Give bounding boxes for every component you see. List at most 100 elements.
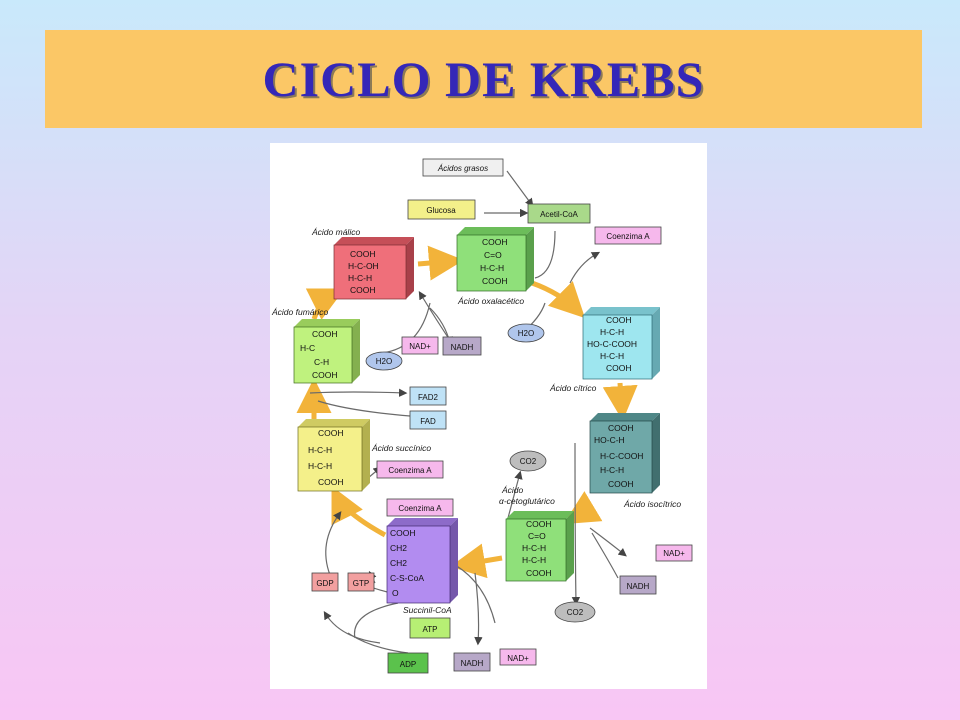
nad-plus-malico-label: NAD+ bbox=[409, 342, 431, 351]
coenzima-a-succinico: Coenzima A bbox=[376, 460, 444, 479]
h2o-oxal-label: H2O bbox=[518, 329, 534, 338]
atp-label: ATP bbox=[423, 625, 438, 634]
succinico-name: Ácido succínico bbox=[371, 443, 431, 453]
succinil-line-2: CH2 bbox=[390, 543, 407, 553]
coenzima-a-top-label: Coenzima A bbox=[606, 232, 650, 241]
nad-plus-isocitrico: NAD+ bbox=[655, 544, 693, 562]
arrow-malico-to-oxal bbox=[417, 245, 464, 281]
molecule-acetoglutarico: COOH C=O H-C-H H-C-H COOH bbox=[505, 511, 574, 582]
coenzima-a-succinico-label: Coenzima A bbox=[388, 466, 432, 475]
molecule-succinilcoa: COOH CH2 CH2 C-S-CoA O bbox=[386, 518, 458, 604]
fad2-label: FAD2 bbox=[418, 393, 439, 402]
krebs-diagram: Ácidos grasos Glucosa Acetil-CoA Ácido m… bbox=[270, 143, 707, 689]
nadh-isocitrico: NADH bbox=[619, 575, 657, 595]
molecule-citrico: COOH H-C-H HO-C-COOH H-C-H COOH bbox=[582, 307, 660, 380]
ceto-name-2: α-cetoglutárico bbox=[499, 496, 555, 506]
molecule-isocitrico: COOH HO-C-H H-C-COOH H-C-H COOH bbox=[589, 413, 660, 494]
co2-isocitrico-label: CO2 bbox=[567, 608, 584, 617]
nad-plus-succinil: NAD+ bbox=[499, 648, 537, 666]
h2o-oxal: H2O bbox=[507, 323, 545, 343]
fad-box: FAD bbox=[409, 410, 447, 430]
co2-ceto-label: CO2 bbox=[520, 457, 537, 466]
h2o-malico: H2O bbox=[365, 351, 403, 371]
nadh-malico: NADH bbox=[442, 336, 482, 356]
nadh-isocitrico-label: NADH bbox=[627, 582, 650, 591]
coenzima-a-succinil-label: Coenzima A bbox=[398, 504, 442, 513]
malico-line-1: COOH bbox=[350, 249, 376, 259]
nad-plus-malico: NAD+ bbox=[401, 336, 439, 355]
acetil-coa-label: Acetil-CoA bbox=[540, 210, 578, 219]
input-acidos-grasos: Ácidos grasos bbox=[422, 158, 504, 177]
arrow-oxal-to-citrico bbox=[531, 280, 586, 319]
succinico-line-3: H-C-H bbox=[308, 461, 332, 471]
ceto-line-2: C=O bbox=[528, 531, 546, 541]
fumarico-line-2: H-C bbox=[300, 343, 315, 353]
fumarico-line-4: COOH bbox=[312, 370, 338, 380]
gdp-label: GDP bbox=[316, 579, 333, 588]
nadh-succinil-label: NADH bbox=[461, 659, 484, 668]
arrow-succinil-to-succinico bbox=[331, 486, 387, 538]
ceto-line-5: COOH bbox=[526, 568, 552, 578]
succinil-name: Succinil-CoA bbox=[403, 605, 452, 615]
citrico-line-3: HO-C-COOH bbox=[587, 339, 637, 349]
coenzima-a-succinil: Coenzima A bbox=[386, 498, 454, 517]
h2o-malico-label: H2O bbox=[376, 357, 392, 366]
succinico-line-4: COOH bbox=[318, 477, 344, 487]
molecule-oxalacetico: COOH C=O H-C-H COOH bbox=[456, 227, 534, 292]
fumarico-line-1: COOH bbox=[312, 329, 338, 339]
arrow-ceto-to-succinil bbox=[450, 543, 503, 579]
acidos-grasos-label: Ácidos grasos bbox=[437, 164, 488, 173]
coenzima-a-top: Coenzima A bbox=[594, 226, 662, 245]
nad-plus-succinil-label: NAD+ bbox=[507, 654, 529, 663]
molecule-fumarico: COOH H-C C-H COOH bbox=[293, 319, 360, 384]
isocitrico-line-3: H-C-COOH bbox=[600, 451, 643, 461]
input-acetil-coa: Acetil-CoA bbox=[527, 203, 591, 224]
succinil-line-3: CH2 bbox=[390, 558, 407, 568]
gtp-label: GTP bbox=[353, 579, 369, 588]
citrico-line-4: H-C-H bbox=[600, 351, 624, 361]
co2-isocitrico: CO2 bbox=[554, 601, 596, 623]
succinil-line-5: O bbox=[392, 588, 399, 598]
oxal-name: Ácido oxalacético bbox=[457, 296, 524, 306]
fad-label: FAD bbox=[420, 417, 436, 426]
title-bar: CICLO DE KREBS bbox=[45, 30, 922, 128]
nadh-malico-label: NADH bbox=[451, 343, 474, 352]
co2-cetoglutarico: CO2 bbox=[509, 450, 547, 472]
oxal-line-2: C=O bbox=[484, 250, 502, 260]
arrow-citrico-to-isocitrico bbox=[602, 382, 638, 421]
nad-plus-isocitrico-label: NAD+ bbox=[663, 549, 685, 558]
malico-name: Ácido málico bbox=[311, 227, 360, 237]
isocitrico-line-4: H-C-H bbox=[600, 465, 624, 475]
oxal-line-1: COOH bbox=[482, 237, 508, 247]
adp-label: ADP bbox=[400, 660, 416, 669]
succinil-line-4: C-S-CoA bbox=[390, 573, 424, 583]
fumarico-name: Ácido fumárico bbox=[271, 307, 328, 317]
gdp-box: GDP bbox=[311, 572, 339, 592]
isocitrico-line-2: HO-C-H bbox=[594, 435, 625, 445]
nadh-succinil: NADH bbox=[453, 652, 491, 672]
krebs-cycle-svg: Ácidos grasos Glucosa Acetil-CoA Ácido m… bbox=[271, 158, 693, 674]
adp-box: ADP bbox=[387, 652, 429, 674]
atp-box: ATP bbox=[409, 617, 451, 639]
ceto-line-3: H-C-H bbox=[522, 543, 546, 553]
fad2-box: FAD2 bbox=[409, 386, 447, 406]
citrico-line-1: COOH bbox=[606, 315, 632, 325]
malico-line-3: H-C-H bbox=[348, 273, 372, 283]
gtp-box: GTP bbox=[347, 572, 375, 592]
isocitrico-line-5: COOH bbox=[608, 479, 634, 489]
succinico-line-1: COOH bbox=[318, 428, 344, 438]
isocitrico-line-1: COOH bbox=[608, 423, 634, 433]
citrico-line-2: H-C-H bbox=[600, 327, 624, 337]
fumarico-line-3: C-H bbox=[314, 357, 329, 367]
isocitrico-name: Ácido isocítrico bbox=[623, 499, 681, 509]
arrow-fumarico-to-malico bbox=[305, 288, 345, 320]
malico-line-4: COOH bbox=[350, 285, 376, 295]
input-glucosa: Glucosa bbox=[407, 199, 476, 220]
ceto-line-1: COOH bbox=[526, 519, 552, 529]
malico-line-2: H-C-OH bbox=[348, 261, 379, 271]
succinico-line-2: H-C-H bbox=[308, 445, 332, 455]
citrico-name: Ácido cítrico bbox=[549, 383, 597, 393]
oxal-line-3: H-C-H bbox=[480, 263, 504, 273]
molecule-malico: COOH H-C-OH H-C-H COOH bbox=[333, 237, 414, 300]
molecule-succinico: COOH H-C-H H-C-H COOH bbox=[297, 419, 370, 492]
